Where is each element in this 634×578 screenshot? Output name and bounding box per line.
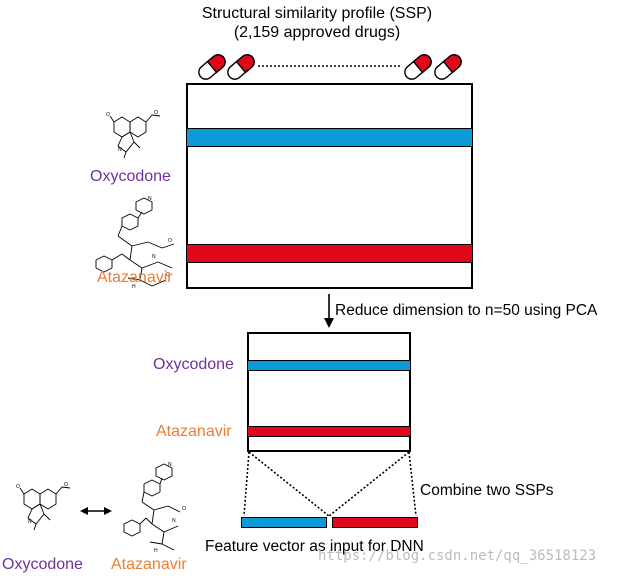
atazanavir-label-mid: Atazanavir bbox=[156, 423, 232, 440]
feature-vector-atazanavir-part bbox=[332, 517, 418, 528]
oxycodone-label-top: Oxycodone bbox=[90, 168, 171, 185]
svg-text:O: O bbox=[182, 506, 186, 512]
svg-text:O: O bbox=[166, 272, 170, 278]
svg-text:N: N bbox=[148, 196, 152, 202]
oxycodone-molecule-icon: O N O bbox=[106, 110, 161, 159]
svg-text:N: N bbox=[172, 518, 176, 524]
atazanavir-molecule-icon: N O N O H bbox=[95, 196, 175, 290]
diagram-title-line2: (2,159 approved drugs) bbox=[233, 24, 401, 41]
reduced-atazanavir-row bbox=[247, 426, 411, 437]
atazanavir-label-top: Atazanavir bbox=[97, 269, 173, 286]
oxycodone-molecule-icon: O N O bbox=[16, 482, 71, 531]
svg-text:O: O bbox=[106, 112, 110, 118]
diagram-title-line1: Structural similarity profile (SSP) bbox=[201, 5, 433, 22]
svg-text:O: O bbox=[154, 110, 158, 116]
atazanavir-label-bottom: Atazanavir bbox=[111, 556, 187, 573]
feature-vector-caption: Feature vector as input for DNN bbox=[205, 538, 424, 555]
svg-text:N: N bbox=[152, 254, 156, 260]
reduced-oxycodone-row bbox=[247, 360, 411, 371]
svg-text:H: H bbox=[132, 284, 136, 290]
svg-text:N: N bbox=[28, 519, 32, 525]
ssp-atazanavir-row bbox=[186, 244, 473, 263]
ssp-oxycodone-row bbox=[186, 128, 473, 147]
feature-vector-oxycodone-part bbox=[241, 517, 327, 528]
svg-text:N: N bbox=[118, 147, 122, 153]
oxycodone-label-mid: Oxycodone bbox=[153, 356, 234, 373]
oxycodone-label-bottom: Oxycodone bbox=[2, 556, 83, 573]
combine-caption: Combine two SSPs bbox=[420, 482, 554, 499]
svg-text:O: O bbox=[168, 238, 172, 244]
reduce-dimension-caption: Reduce dimension to n=50 using PCA bbox=[335, 302, 598, 319]
double-arrow-icon bbox=[80, 507, 112, 515]
svg-text:H: H bbox=[154, 548, 158, 554]
svg-text:O: O bbox=[16, 484, 20, 490]
watermark-text: https://blog.csdn.net/qq_36518123 bbox=[318, 548, 597, 564]
svg-text:N: N bbox=[168, 462, 172, 468]
down-arrow-icon bbox=[324, 294, 334, 328]
svg-text:O: O bbox=[64, 482, 68, 488]
atazanavir-molecule-icon: N O N H bbox=[123, 462, 186, 554]
